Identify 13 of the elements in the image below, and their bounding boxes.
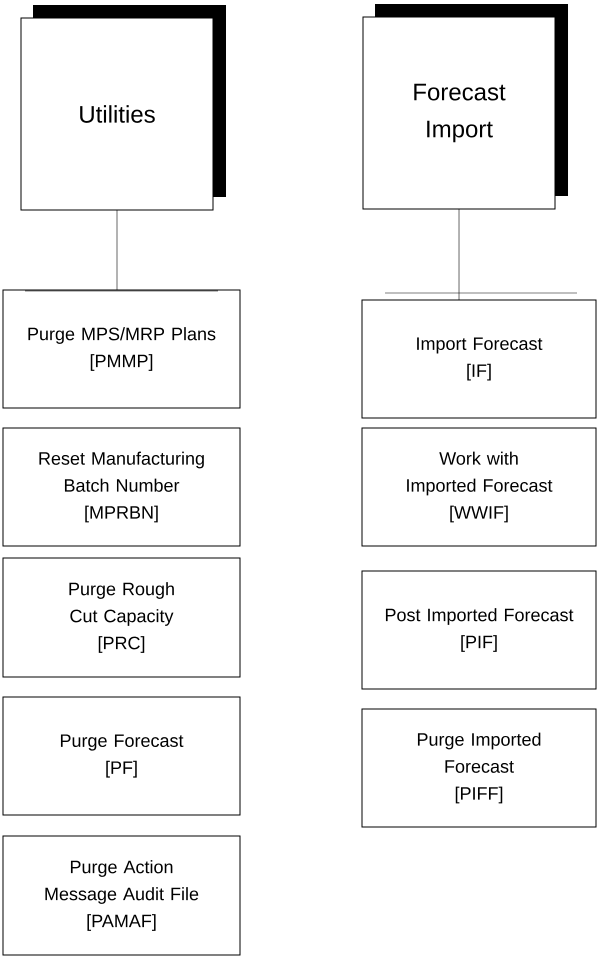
menu-box: Purge Imported Forecast [PIFF] [362, 708, 596, 828]
menu-box: Purge Rough Cut Capacity [PRC] [2, 558, 240, 678]
connector-line [116, 210, 118, 290]
menu-box: Purge Forecast [PF] [2, 696, 240, 816]
menu-box: Work with Imported Forecast [WWIF] [362, 428, 596, 546]
menu-box: Purge Action Message Audit File [PAMAF] [2, 836, 240, 956]
menu-box: Import Forecast [IF] [362, 300, 596, 418]
connector-line [458, 209, 460, 300]
module-box: Utilities [20, 5, 226, 210]
module-box: Forecast Import [362, 4, 568, 210]
menu-box: Post Imported Forecast [PIF] [362, 570, 596, 690]
menu-box: Purge MPS/MRP Plans [PMMP] [2, 290, 240, 408]
menu-box: Reset Manufacturing Batch Number [MPRBN] [2, 428, 240, 546]
